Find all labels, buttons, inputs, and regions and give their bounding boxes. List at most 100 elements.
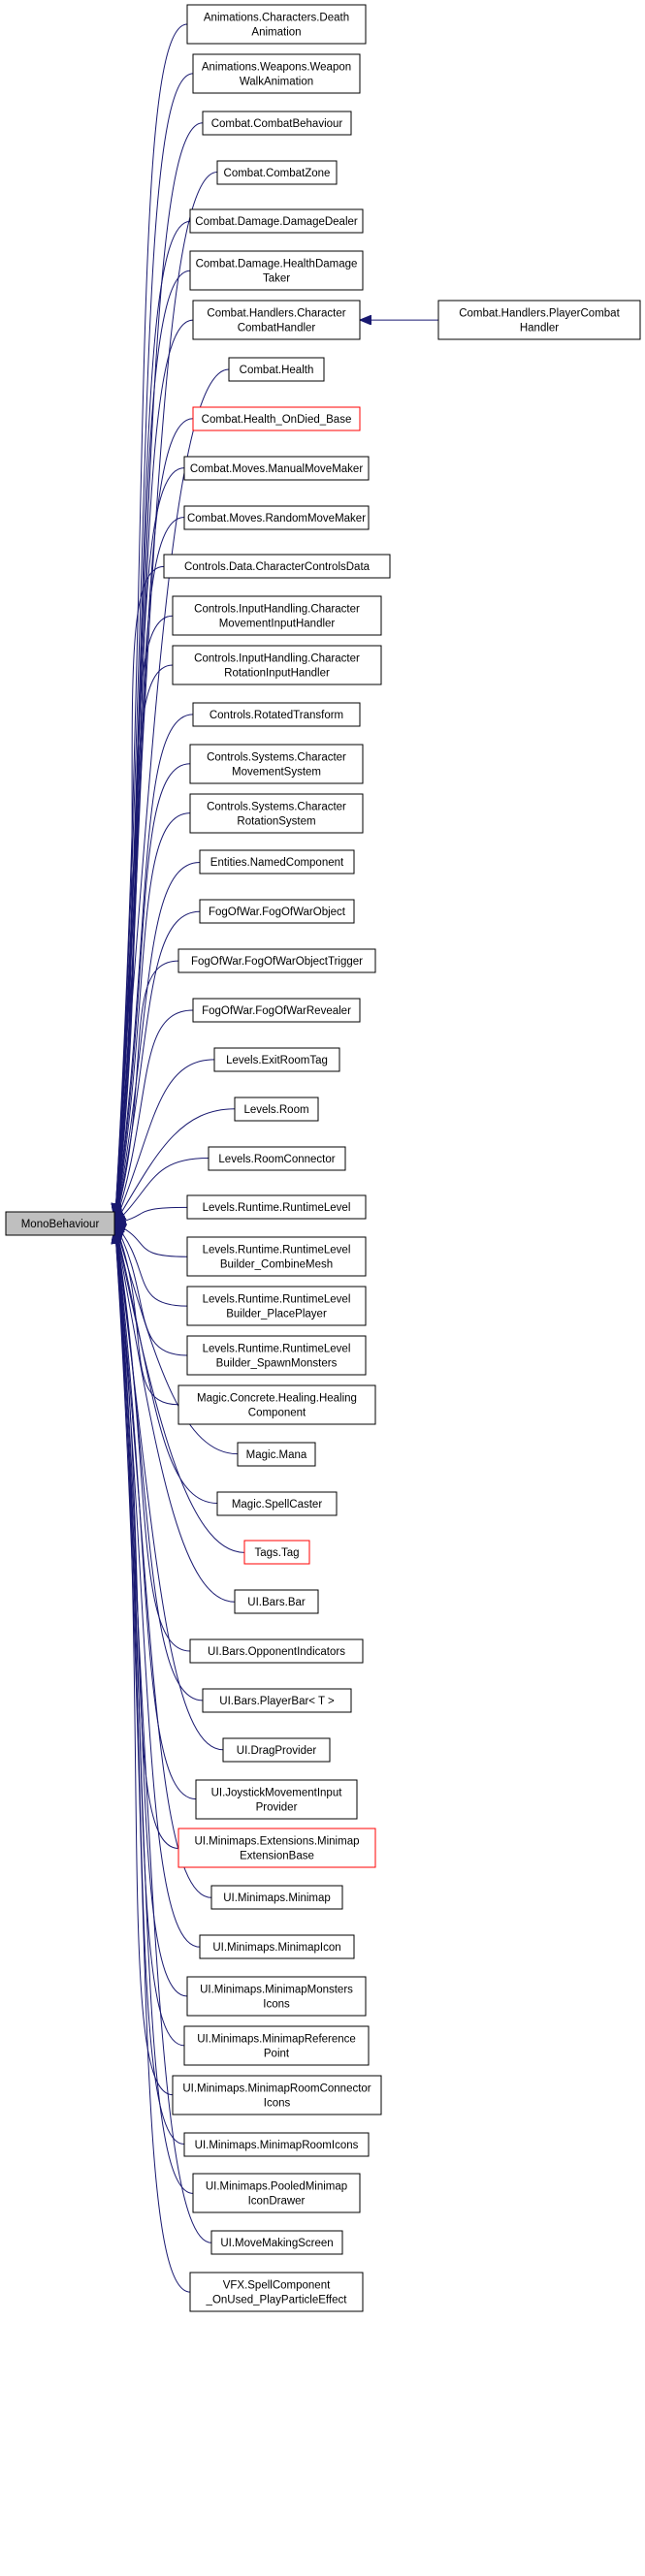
class-node-fog-of-war-object-trigger-box: [177, 948, 376, 973]
class-node-minimap[interactable]: UI.Minimaps.Minimap: [210, 1885, 343, 1910]
class-node-health-ondied-base[interactable]: Combat.Health_OnDied_Base: [192, 406, 361, 431]
class-node-combat-health-box: [228, 357, 325, 382]
class-node-combat-behaviour-box: [202, 111, 352, 136]
class-node-drag-provider[interactable]: UI.DragProvider: [222, 1737, 331, 1763]
class-node-tags-tag-label: Tags.Tag: [254, 1547, 299, 1559]
class-node-exit-room-tag-label: Levels.ExitRoomTag: [226, 1055, 328, 1066]
class-node-runtime-level-builder-place-player-box: [186, 1286, 367, 1326]
class-node-combat-zone-box: [216, 160, 338, 185]
class-node-combat-zone[interactable]: Combat.CombatZone: [216, 160, 338, 185]
edge-ui-bars-bar: [115, 1227, 236, 1603]
class-node-character-movement-input-handler[interactable]: Controls.InputHandling.CharacterMovement…: [172, 595, 382, 636]
class-node-runtime-level-box: [186, 1194, 367, 1220]
edge-move-making-screen: [115, 1233, 212, 2243]
class-node-minimap-extension-base-label: ExtensionBase: [240, 1851, 314, 1862]
class-node-named-component[interactable]: Entities.NamedComponent: [199, 849, 355, 875]
class-node-spell-caster-box: [216, 1491, 338, 1516]
class-node-minimap-label: UI.Minimaps.Minimap: [223, 1892, 331, 1904]
class-node-fog-of-war-object-trigger[interactable]: FogOfWar.FogOfWarObjectTrigger: [177, 948, 376, 973]
class-node-manual-move-maker-label: Combat.Moves.ManualMoveMaker: [190, 463, 363, 475]
edge-weapon-walk-animation: [115, 73, 194, 1214]
edge-minimap: [115, 1230, 212, 1898]
class-node-tags-tag[interactable]: Tags.Tag: [243, 1540, 310, 1565]
class-node-fog-of-war-object[interactable]: FogOfWar.FogOfWarObject: [199, 899, 355, 924]
class-node-runtime-level-builder-place-player[interactable]: Levels.Runtime.RuntimeLevelBuilder_Place…: [186, 1286, 367, 1326]
class-node-combat-behaviour[interactable]: Combat.CombatBehaviour: [202, 111, 352, 136]
class-node-character-movement-system-label: Controls.Systems.Character: [207, 752, 346, 764]
class-node-character-controls-data-label: Controls.Data.CharacterControlsData: [184, 561, 371, 573]
class-node-combat-zone-label: Combat.CombatZone: [224, 168, 331, 179]
class-node-spell-component-play-particle-effect-box: [189, 2272, 364, 2312]
class-node-random-move-maker[interactable]: Combat.Moves.RandomMoveMaker: [183, 505, 370, 530]
class-node-runtime-level-builder-spawn-monsters-label: Levels.Runtime.RuntimeLevel: [203, 1344, 351, 1355]
class-node-health-ondied-base-box: [192, 406, 361, 431]
class-node-pooled-minimap-icon-drawer-label: UI.Minimaps.PooledMinimap: [206, 2181, 347, 2193]
class-node-joystick-movement-input-provider-box: [195, 1779, 358, 1820]
class-node-exit-room-tag[interactable]: Levels.ExitRoomTag: [213, 1047, 340, 1072]
class-node-character-controls-data[interactable]: Controls.Data.CharacterControlsData: [163, 554, 391, 579]
class-node-opponent-indicators[interactable]: UI.Bars.OpponentIndicators: [189, 1638, 364, 1664]
class-node-named-component-label: Entities.NamedComponent: [210, 857, 344, 869]
class-node-spell-caster[interactable]: Magic.SpellCaster: [216, 1491, 338, 1516]
edge-character-rotation-system: [115, 812, 191, 1220]
class-node-player-bar-box: [202, 1688, 352, 1713]
class-node-character-movement-input-handler-label: MovementInputHandler: [219, 619, 336, 630]
class-node-joystick-movement-input-provider-label: UI.JoystickMovementInput: [211, 1788, 343, 1799]
class-node-manual-move-maker[interactable]: Combat.Moves.ManualMoveMaker: [183, 456, 370, 481]
class-node-player-bar[interactable]: UI.Bars.PlayerBar< T >: [202, 1688, 352, 1713]
class-node-fog-of-war-object-box: [199, 899, 355, 924]
class-node-death-animation-label: Animations.Characters.Death: [204, 13, 349, 24]
root-node-monobehaviour[interactable]: MonoBehaviour: [5, 1211, 115, 1236]
class-node-character-movement-system-box: [189, 744, 364, 784]
edge-exit-room-tag: [115, 1059, 215, 1222]
class-node-character-rotation-input-handler[interactable]: Controls.InputHandling.CharacterRotation…: [172, 645, 382, 685]
class-node-fog-of-war-revealer-label: FogOfWar.FogOfWarRevealer: [202, 1005, 351, 1017]
class-node-runtime-level-builder-spawn-monsters-label: Builder_SpawnMonsters: [216, 1358, 338, 1370]
class-node-joystick-movement-input-provider-label: Provider: [256, 1802, 298, 1814]
class-node-runtime-level-builder-spawn-monsters[interactable]: Levels.Runtime.RuntimeLevelBuilder_Spawn…: [186, 1335, 367, 1376]
class-node-runtime-level[interactable]: Levels.Runtime.RuntimeLevel: [186, 1194, 367, 1220]
class-node-ui-bars-bar[interactable]: UI.Bars.Bar: [234, 1589, 319, 1614]
class-node-minimap-room-icons[interactable]: UI.Minimaps.MinimapRoomIcons: [183, 2132, 370, 2157]
class-node-levels-room-box: [234, 1097, 319, 1122]
class-node-runtime-level-builder-combine-mesh[interactable]: Levels.Runtime.RuntimeLevelBuilder_Combi…: [186, 1236, 367, 1277]
class-node-fog-of-war-revealer[interactable]: FogOfWar.FogOfWarRevealer: [192, 998, 361, 1023]
edge-levels-room: [115, 1108, 236, 1223]
class-node-magic-mana[interactable]: Magic.Mana: [237, 1442, 316, 1467]
class-node-minimap-room-connector-icons-label: Icons: [264, 2098, 291, 2110]
class-node-player-bar-label: UI.Bars.PlayerBar< T >: [219, 1696, 335, 1707]
class-node-damage-dealer[interactable]: Combat.Damage.DamageDealer: [189, 208, 364, 234]
class-node-tags-tag-box: [243, 1540, 310, 1565]
class-node-room-connector[interactable]: Levels.RoomConnector: [208, 1146, 346, 1171]
class-node-minimap-monsters-icons-box: [186, 1976, 367, 2017]
class-node-combat-health[interactable]: Combat.Health: [228, 357, 325, 382]
class-node-drag-provider-label: UI.DragProvider: [237, 1745, 317, 1757]
class-node-rotated-transform[interactable]: Controls.RotatedTransform: [192, 702, 361, 727]
class-node-minimap-icon[interactable]: UI.Minimaps.MinimapIcon: [199, 1934, 355, 1959]
class-node-exit-room-tag-box: [213, 1047, 340, 1072]
edge-minimap-monsters-icons: [115, 1231, 188, 1997]
class-node-manual-move-maker-box: [183, 456, 370, 481]
class-node-minimap-extension-base[interactable]: UI.Minimaps.Extensions.MinimapExtensionB…: [177, 1828, 376, 1868]
class-node-spell-component-play-particle-effect[interactable]: VFX.SpellComponent_OnUsed_PlayParticleEf…: [189, 2272, 364, 2312]
class-node-character-movement-input-handler-box: [172, 595, 382, 636]
class-node-runtime-level-builder-combine-mesh-box: [186, 1236, 367, 1277]
edge-damage-dealer: [115, 220, 191, 1214]
class-node-weapon-walk-animation-box: [192, 53, 361, 94]
class-node-levels-room[interactable]: Levels.Room: [234, 1097, 319, 1122]
class-node-move-making-screen[interactable]: UI.MoveMakingScreen: [210, 2230, 343, 2255]
class-node-spell-caster-label: Magic.SpellCaster: [232, 1499, 322, 1511]
